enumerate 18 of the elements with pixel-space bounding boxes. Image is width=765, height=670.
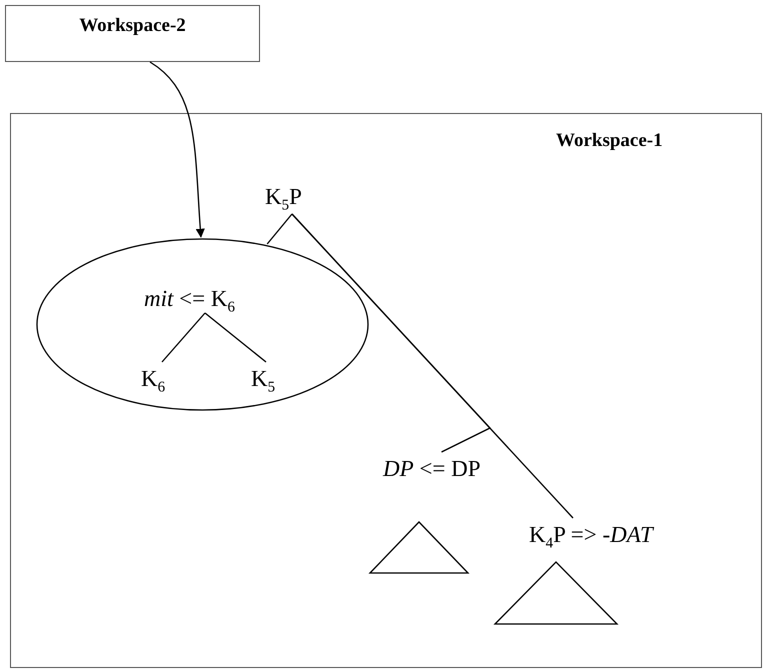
triangle-symbol <box>369 521 469 574</box>
tree-label: K$_{4}$P => -DAT <box>529 519 653 560</box>
workspace-label: Workspace-2 <box>78 14 187 38</box>
tree-branch <box>162 312 206 362</box>
arrow <box>150 61 205 238</box>
tree-label: K$_{6}$ <box>141 363 166 404</box>
workspace-label: Workspace-1 <box>556 129 663 153</box>
workspace-box <box>10 113 762 668</box>
tree-label: K$_{5}$ <box>251 363 276 404</box>
tree-label: mit <= K$_{6}$ <box>144 283 235 324</box>
tree-label: K$_{5}$P <box>265 181 302 222</box>
tree-branch <box>266 214 292 244</box>
tree-branch <box>292 214 574 518</box>
workspace-box <box>5 5 260 62</box>
ellipse-outline <box>36 238 369 411</box>
tree-branch <box>204 312 266 362</box>
triangle-symbol <box>494 561 618 625</box>
tree-label: DP <= DP <box>383 453 481 485</box>
